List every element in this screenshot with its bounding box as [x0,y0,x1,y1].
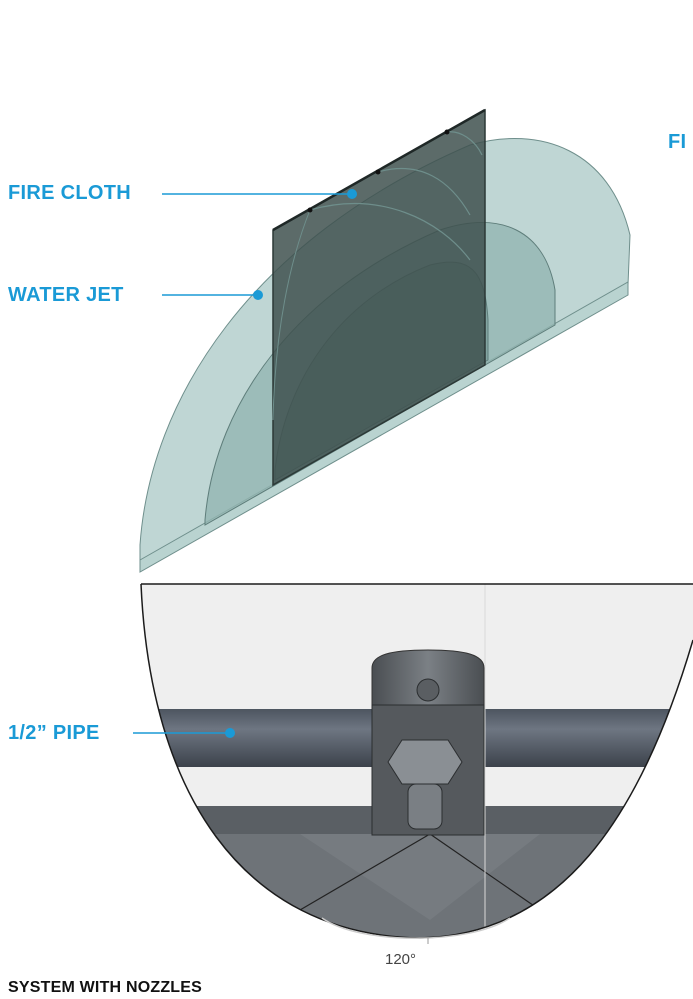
cut-off-label: FI [668,131,687,153]
angle-label: 120° [385,951,417,968]
water-jet-label: WATER JET [8,284,124,306]
water-jet-pointer-dot [253,290,263,300]
angle-arc [321,917,511,939]
fire-cloth-label: FIRE CLOTH [8,182,131,204]
pipe-label: 1/2” PIPE [8,722,100,744]
clamp-shape [371,649,485,706]
system-caption: SYSTEM WITH NOZZLES [8,979,203,996]
pipe-pointer-dot [225,728,235,738]
fire-cloth-diagram [139,108,631,573]
fire-cloth-pointer-dot [347,189,357,199]
